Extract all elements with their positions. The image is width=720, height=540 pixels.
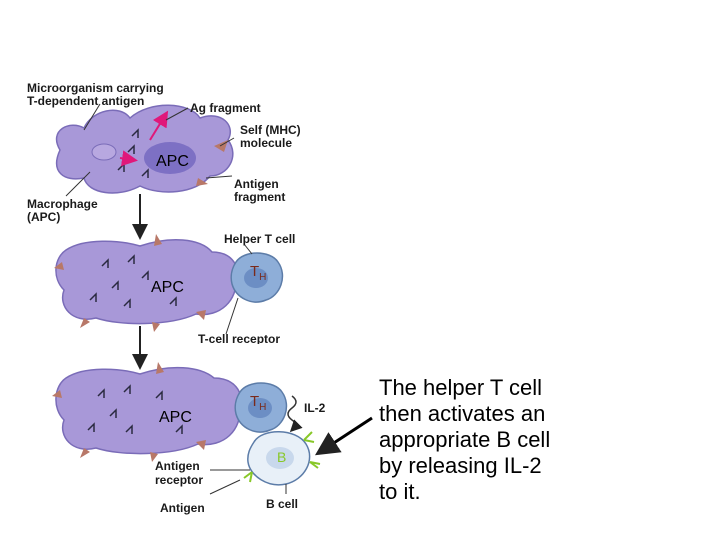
- macrophage-cell-1: [57, 105, 233, 193]
- il2-signal-icon: [288, 396, 296, 430]
- label-t-cell-receptor: T-cell receptor: [198, 332, 280, 346]
- label-self-mhc-line1: Self (MHC): [240, 123, 301, 137]
- caption-pointer-arrow: [320, 418, 372, 452]
- label-il2: IL-2: [304, 401, 326, 415]
- panel-3: APC TH B IL-2 Antigen receptor Antigen B…: [52, 362, 326, 515]
- macrophage-cell-2: [56, 240, 237, 324]
- label-antigen-receptor-line2: receptor: [155, 473, 203, 487]
- caption-line-1: The helper T cell: [379, 375, 709, 401]
- label-b-cell: B cell: [266, 497, 298, 511]
- apc-tag-3: APC: [159, 409, 192, 426]
- panel-2-crop: [180, 344, 320, 352]
- caption-line-4: by releasing IL-2: [379, 453, 709, 479]
- label-antigen-fragment-line2: fragment: [234, 190, 285, 204]
- label-macrophage-line1: Macrophage: [27, 197, 98, 211]
- label-antigen-receptor-line1: Antigen: [155, 459, 200, 473]
- caption-line-2: then activates an: [379, 401, 709, 427]
- panel-1: APC Microorganism carrying T-dependent a…: [27, 81, 301, 224]
- label-self-mhc-line2: molecule: [240, 136, 292, 150]
- label-antigen-fragment-line1: Antigen: [234, 177, 279, 191]
- label-antigen: Antigen: [160, 501, 205, 515]
- label-microorganism-line2: T-dependent antigen: [27, 94, 144, 108]
- b-tag: B: [277, 449, 286, 465]
- label-ag-fragment: Ag fragment: [190, 101, 261, 115]
- label-microorganism-line1: Microorganism carrying: [27, 81, 164, 95]
- label-helper-t-cell: Helper T cell: [224, 232, 295, 246]
- caption-line-3: appropriate B cell: [379, 427, 709, 453]
- macrophage-cell-3: [56, 368, 241, 454]
- apc-tag-1: APC: [156, 153, 189, 170]
- vacuole-icon: [92, 144, 116, 160]
- apc-tag-2: APC: [151, 279, 184, 296]
- caption-line-5: to it.: [379, 479, 709, 505]
- panel-2: Helper T cell T-cell receptor APC TH: [54, 232, 295, 346]
- label-macrophage-line2: (APC): [27, 210, 60, 224]
- caption-text: The helper T cell then activates an appr…: [379, 375, 709, 505]
